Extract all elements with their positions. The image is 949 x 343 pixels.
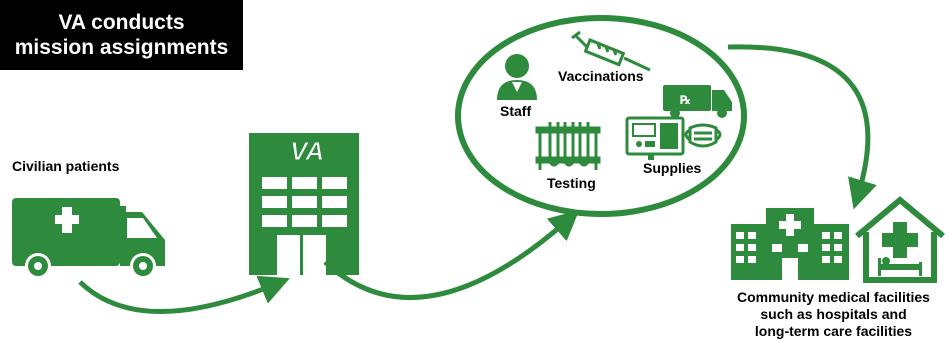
hospital-building-icon [731,208,849,280]
delivery-truck-icon: ℞ [663,85,732,118]
staff-label: Staff [500,103,532,119]
test-tubes-icon [535,122,601,170]
care-home-icon [855,196,945,283]
flow-arrow-3 [727,44,877,210]
syringe-icon [571,30,651,72]
supplies-monitor-icon [625,116,685,160]
civilian-patients-label: Civilian patients [12,158,120,174]
va-hospital-icon: VA [249,133,359,275]
supplies-label: Supplies [643,160,702,176]
va-logo: VA [290,136,324,166]
title-line-1: VA conducts [58,11,185,34]
staff-icon [497,54,537,100]
testing-label: Testing [547,175,596,191]
community-facilities-label: Community medical facilities such as hos… [718,289,949,340]
community-line-3: long-term care facilities [754,323,913,339]
flow-arrow-1 [78,275,290,314]
vaccinations-label: Vaccinations [558,68,644,84]
face-mask-icon [684,123,722,148]
ambulance-icon [12,198,165,279]
flow-arrow-2 [323,210,580,300]
rx-symbol: ℞ [680,93,691,107]
mission-ellipse [455,15,747,217]
title-line-2: mission assignments [14,36,229,59]
community-line-2: such as hospitals and [760,306,907,322]
community-line-1: Community medical facilities [737,289,930,305]
title-box: VA conducts mission assignments [0,0,243,70]
